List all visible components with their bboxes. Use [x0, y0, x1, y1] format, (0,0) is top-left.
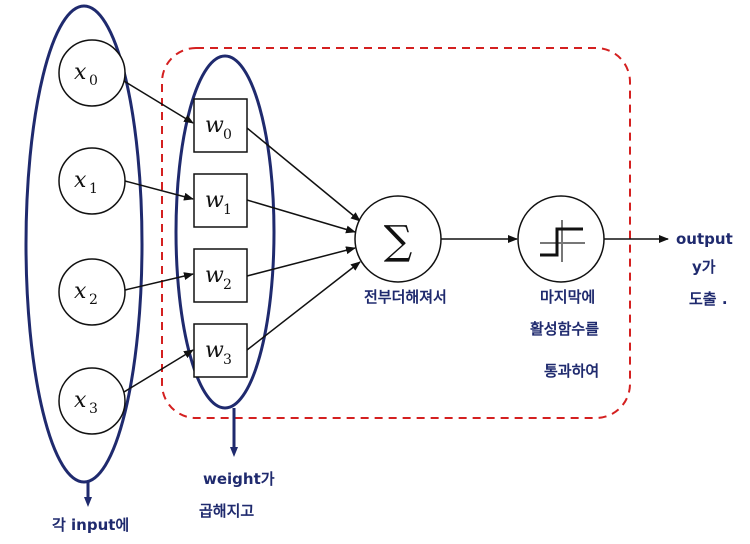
weights-ellipse: [174, 54, 276, 410]
output-annotation-line3: 도출 .: [689, 290, 728, 308]
arrow-x3-w3: [123, 349, 194, 393]
activation-annotation-line1: 마지막에: [540, 288, 595, 306]
weight-annotation-line1: weight가: [203, 470, 275, 488]
activation-annotation-line2: 활성함수를: [530, 320, 599, 338]
input-subscript: 2: [89, 292, 98, 308]
input-symbol: x: [74, 388, 87, 413]
weight-subscript: 3: [223, 352, 232, 368]
arrow-w0-sum: [246, 127, 361, 222]
input-subscript: 3: [89, 401, 98, 417]
activation-annotation-line3: 통과하여: [544, 362, 599, 380]
weight-symbol: w: [205, 338, 224, 363]
output-annotation-line1: output: [676, 230, 733, 248]
input-subscript: 1: [89, 181, 98, 197]
arrow-x1-w1: [124, 180, 194, 201]
activation-node: [517, 195, 605, 283]
input-node-x3: x 3: [58, 367, 126, 435]
weight-symbol: w: [205, 263, 224, 288]
weight-box-w1: w 1: [193, 173, 248, 228]
input-subscript: 0: [89, 73, 98, 89]
summation-node: ∑: [354, 195, 442, 283]
inputs-ellipse: [24, 4, 144, 484]
weight-box-w3: w 3: [193, 323, 248, 378]
arrow-w3-sum: [246, 261, 361, 351]
output-annotation-line2: y가: [692, 258, 716, 276]
weight-annotation-line2: 곱해지고: [199, 502, 254, 520]
sum-annotation: 전부더해져서: [364, 288, 447, 306]
input-node-x2: x 2: [58, 258, 126, 326]
weight-box-w0: w 0: [193, 98, 248, 153]
input-symbol: x: [74, 168, 87, 193]
arrow-w2-sum: [246, 246, 356, 277]
input-node-x0: x 0: [58, 39, 126, 107]
weight-subscript: 1: [223, 202, 232, 218]
weight-subscript: 2: [223, 277, 232, 293]
arrow-x2-w2: [124, 272, 194, 291]
input-symbol: x: [74, 279, 87, 304]
weight-symbol: w: [205, 113, 224, 138]
step-function-icon: [540, 220, 585, 262]
input-node-x1: x 1: [58, 147, 126, 215]
arrow-x0-w0: [123, 80, 194, 124]
weight-symbol: w: [205, 188, 224, 213]
input-annotation: 각 input에: [52, 516, 129, 534]
arrow-w1-sum: [246, 199, 356, 234]
weight-subscript: 0: [223, 127, 232, 143]
input-symbol: x: [74, 60, 87, 85]
weighted-sum-region: [161, 47, 631, 419]
weight-box-w2: w 2: [193, 248, 248, 303]
sigma-symbol: ∑: [384, 218, 413, 264]
